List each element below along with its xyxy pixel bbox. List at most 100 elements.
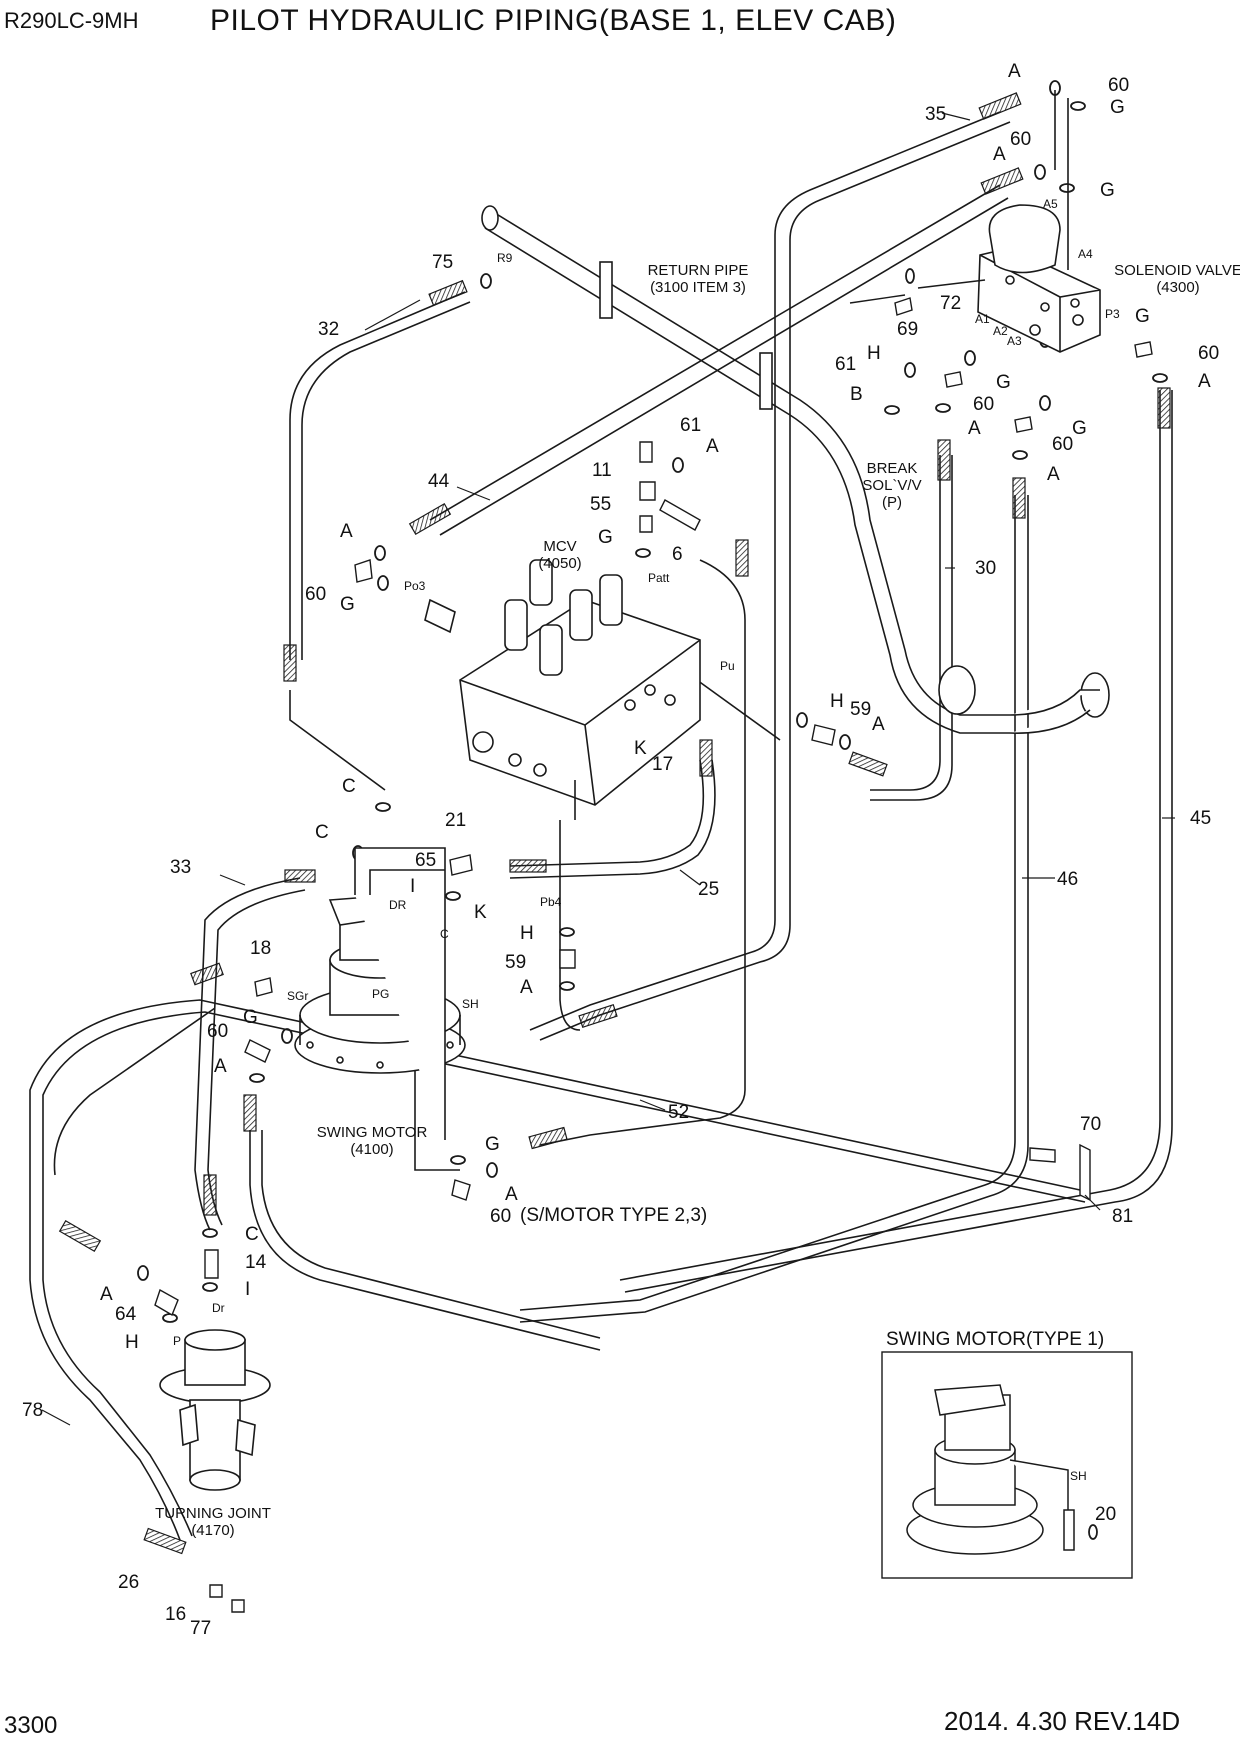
callout: 78 bbox=[22, 1400, 43, 1421]
leader-lines bbox=[41, 112, 1175, 1426]
callout: 60 bbox=[490, 1206, 511, 1227]
port: A4 bbox=[1078, 247, 1093, 261]
callout: G bbox=[1072, 418, 1087, 439]
callout: 60 bbox=[1052, 434, 1073, 455]
turning-joint-code: (4170) bbox=[191, 1522, 234, 1539]
break-sol-label: BREAK bbox=[867, 460, 918, 477]
callout: G bbox=[1100, 180, 1115, 201]
port-labels: A5 A4 P3 A1 A2 A3 R9 Po3 Patt Pu Pb4 DR … bbox=[173, 197, 1120, 1483]
return-pipe bbox=[489, 209, 1010, 716]
callout: 17 bbox=[652, 754, 673, 775]
callout: C bbox=[342, 776, 356, 797]
swing-motor-code: (4100) bbox=[350, 1141, 393, 1158]
hose-25 bbox=[509, 759, 705, 867]
mcv-block bbox=[424, 559, 701, 820]
callout: A bbox=[214, 1056, 227, 1077]
callout: 60 bbox=[1108, 75, 1129, 96]
pilot-pb4 bbox=[559, 820, 581, 1031]
hose-78-loop bbox=[29, 999, 1081, 1541]
callout: 77 bbox=[190, 1618, 211, 1639]
hose-45-b bbox=[624, 390, 1173, 1293]
callout: 32 bbox=[318, 319, 339, 340]
page-title: PILOT HYDRAULIC PIPING(BASE 1, ELEV CAB) bbox=[210, 4, 897, 37]
small-fittings bbox=[154, 294, 1153, 1613]
callout: 21 bbox=[445, 810, 466, 831]
callout: 69 bbox=[897, 319, 918, 340]
callout: 16 bbox=[165, 1604, 186, 1625]
hose-32-b bbox=[301, 301, 471, 660]
pipe-network bbox=[29, 111, 1173, 1541]
solenoid-valve-label: SOLENOID VALVE bbox=[1114, 262, 1240, 279]
mcv-code: (4050) bbox=[538, 555, 581, 572]
return-pipe-label: RETURN PIPE bbox=[648, 262, 749, 279]
callout: I bbox=[410, 876, 415, 897]
port: Pb4 bbox=[540, 895, 562, 909]
port: A1 bbox=[975, 312, 990, 326]
break-sol-code: (P) bbox=[882, 494, 902, 511]
hose-30 bbox=[870, 455, 941, 791]
return-pipe-ends bbox=[481, 205, 1110, 734]
callout: A bbox=[100, 1284, 113, 1305]
port: Po3 bbox=[404, 579, 426, 593]
hose-32 bbox=[289, 291, 466, 660]
port: Dr bbox=[212, 1301, 225, 1315]
callout: 60 bbox=[1198, 343, 1219, 364]
hose-35 bbox=[529, 111, 1001, 1031]
callout: H bbox=[867, 343, 881, 364]
callout: A bbox=[505, 1184, 518, 1205]
hose-78-loop-b bbox=[42, 1011, 1086, 1537]
hose-35-b bbox=[539, 121, 1011, 1041]
port: P3 bbox=[1105, 307, 1120, 321]
callout: 6 bbox=[672, 544, 683, 565]
callout: K bbox=[474, 902, 487, 923]
hose-32-c bbox=[289, 690, 386, 791]
swing-motor bbox=[294, 847, 466, 1140]
callout: 60 bbox=[973, 394, 994, 415]
component-labels: RETURN PIPE (3100 ITEM 3) SOLENOID VALVE… bbox=[155, 262, 1240, 1539]
callout: 55 bbox=[590, 494, 611, 515]
callout: H bbox=[830, 691, 844, 712]
inset-title: SWING MOTOR(TYPE 1) bbox=[886, 1329, 1104, 1350]
callout: C bbox=[245, 1224, 259, 1245]
callout: A bbox=[968, 418, 981, 439]
callout: G bbox=[1110, 97, 1125, 118]
callout: 14 bbox=[245, 1252, 267, 1273]
port: A2 bbox=[993, 324, 1008, 338]
callout: 30 bbox=[975, 558, 996, 579]
callout: G bbox=[598, 527, 613, 548]
callout: 81 bbox=[1112, 1206, 1133, 1227]
hose-45 bbox=[619, 390, 1161, 1281]
port: PG bbox=[372, 987, 389, 1001]
hose-lower-a bbox=[53, 1007, 216, 1176]
callout: K bbox=[634, 738, 647, 759]
hose-46 bbox=[519, 495, 1016, 1311]
callout: G bbox=[996, 372, 1011, 393]
callout: 11 bbox=[592, 460, 612, 481]
turning-joint bbox=[159, 1329, 271, 1491]
callout: 35 bbox=[925, 104, 946, 125]
callout: 18 bbox=[250, 938, 271, 959]
callout: 25 bbox=[698, 879, 719, 900]
callout: 59 bbox=[505, 952, 526, 973]
callout: G bbox=[243, 1007, 258, 1028]
inset-frame bbox=[881, 1351, 1133, 1579]
page-number: 3300 bbox=[4, 1712, 58, 1739]
smotor-type-label: (S/MOTOR TYPE 2,3) bbox=[520, 1205, 707, 1226]
port: P bbox=[173, 1334, 181, 1348]
hose-lower-c bbox=[261, 1130, 601, 1339]
turning-joint-label: TURNING JOINT bbox=[155, 1505, 271, 1522]
callout: 70 bbox=[1080, 1114, 1101, 1135]
callout: 26 bbox=[118, 1572, 139, 1593]
callout: 64 bbox=[115, 1304, 137, 1325]
hose-52 bbox=[539, 559, 746, 1146]
callout: I bbox=[245, 1279, 250, 1300]
solenoid-valve bbox=[917, 90, 1101, 353]
solenoid-valve-code: (4300) bbox=[1156, 279, 1199, 296]
callout: A bbox=[993, 144, 1006, 165]
callout: A bbox=[520, 977, 533, 998]
callout: 45 bbox=[1190, 808, 1211, 829]
callout: A bbox=[706, 436, 719, 457]
callout: 61 bbox=[680, 415, 701, 436]
port: SH bbox=[1070, 1469, 1087, 1483]
callout: 20 bbox=[1095, 1504, 1116, 1525]
